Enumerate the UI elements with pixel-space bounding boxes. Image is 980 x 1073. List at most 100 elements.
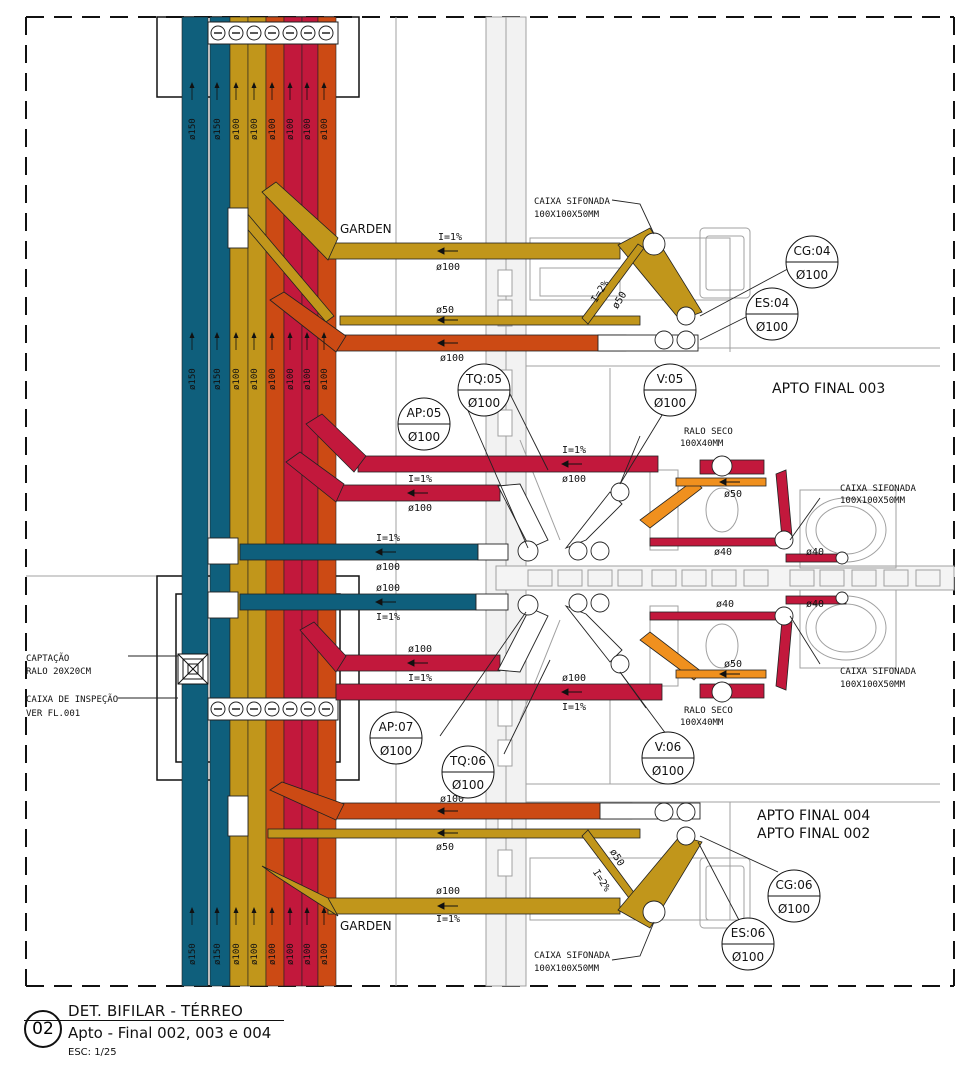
caixa-sifonada-label: 100X100X50MM (840, 680, 906, 690)
riser-arrow-head (269, 907, 275, 913)
tag-diameter: Ø100 (654, 396, 686, 410)
diameter-label: ø100 (562, 474, 586, 485)
riser-diameter-label: ø150 (188, 943, 198, 965)
slope-label: I=1% (408, 673, 432, 684)
riser-arrow-head (269, 332, 275, 338)
captacao-ralo-symbol (177, 653, 209, 685)
riser-diameter-label: ø150 (188, 118, 198, 140)
riser-diameter-label: ø100 (320, 118, 330, 140)
tag-id: CG:06 (776, 878, 813, 892)
captacao-label: CAPTAÇÃO (26, 653, 69, 664)
ralo-seco-label: 100X40MM (680, 718, 724, 728)
diameter-label: ø100 (408, 644, 432, 655)
diameter-label: ø50 (610, 290, 629, 311)
riser-arrow-head (321, 332, 327, 338)
ralo-seco-label: RALO SECO (684, 706, 733, 716)
slope-label: I=1% (408, 474, 432, 485)
riser-diameter-label: ø100 (303, 118, 313, 140)
riser-arrow-head (214, 82, 220, 88)
riser-diameter-label: ø100 (250, 118, 260, 140)
leader-lines (118, 199, 821, 961)
riser-pipe (247, 16, 267, 987)
tag-diameter: Ø100 (468, 396, 500, 410)
riser-diameter-label: ø100 (250, 368, 260, 390)
riser-diameter-label: ø150 (213, 368, 223, 390)
flow-arrows (374, 247, 740, 910)
riser-arrow-head (251, 907, 257, 913)
caixa-sifonada-label: CAIXA SIFONADA (840, 484, 916, 494)
tag-diameter: Ø100 (408, 430, 440, 444)
riser-arrow-head (287, 82, 293, 88)
riser-diameter-label: ø100 (268, 368, 278, 390)
title-underline (24, 1020, 284, 1021)
riser-pipe (317, 16, 337, 987)
diameter-label: ø100 (562, 673, 586, 684)
tag-id: AP:05 (407, 406, 442, 420)
tag-id: CG:04 (794, 244, 831, 258)
riser-diameter-label: ø150 (213, 943, 223, 965)
riser-pipe (209, 16, 231, 987)
diameter-label: ø100 (436, 262, 460, 273)
riser-pipe (181, 16, 209, 987)
riser-diameter-labels: ø150 ø150 ø100 ø100 ø100 ø100 ø100 ø100 ø150 ø150… (188, 82, 330, 965)
tag-circles: CG:04Ø100ES:04Ø100TQ:05Ø100V:05Ø100AP:05… (369, 235, 839, 971)
riser-diameter-label: ø100 (320, 943, 330, 965)
riser-arrow-head (304, 82, 310, 88)
caixa-inspecao-label: VER FL.001 (26, 709, 80, 719)
riser-diameter-label: ø100 (232, 943, 242, 965)
diameter-label: ø100 (440, 794, 464, 805)
riser-arrow-head (287, 907, 293, 913)
riser-arrow-head (233, 907, 239, 913)
drawing-subtitle: Apto - Final 002, 003 e 004 (68, 1024, 272, 1042)
riser-arrow-head (269, 82, 275, 88)
diameter-label: ø100 (376, 583, 400, 594)
riser-arrow-head (214, 907, 220, 913)
riser-arrow-head (214, 332, 220, 338)
drawing-title: DET. BIFILAR - TÉRREO (68, 1002, 244, 1020)
riser-arrow-head (321, 82, 327, 88)
tag-diameter: Ø100 (652, 764, 684, 778)
drawing-title-block: 02 DET. BIFILAR - TÉRREO Apto - Final 00… (24, 1000, 424, 1070)
horizontal-pipes (177, 181, 849, 929)
diameter-label: ø40 (714, 547, 732, 558)
riser-arrow-head (304, 332, 310, 338)
diameter-label: ø100 (440, 353, 464, 364)
caixa-sifonada-label: 100X100X50MM (840, 496, 906, 506)
riser-caps (207, 21, 339, 721)
drawing-number: 02 (24, 1010, 62, 1048)
riser-arrow-head (189, 332, 195, 338)
slope-label: I=1% (436, 914, 460, 925)
caixa-sifonada-label: 100X100X50MM (534, 964, 600, 974)
tag-id: ES:04 (755, 296, 790, 310)
riser-diameter-label: ø100 (303, 368, 313, 390)
garden-label: GARDEN (340, 919, 392, 933)
apartment-label: APTO FINAL 002 (757, 826, 870, 842)
ralo-seco-label: RALO SECO (684, 427, 733, 437)
diameter-label: ø50 (436, 842, 454, 853)
riser-pipe (229, 16, 249, 987)
diameter-label: ø100 (436, 886, 460, 897)
riser-diameter-label: ø150 (213, 118, 223, 140)
riser-diameter-label: ø100 (286, 943, 296, 965)
riser-arrow-head (304, 907, 310, 913)
riser-arrow-head (233, 332, 239, 338)
riser-arrow-head (251, 332, 257, 338)
diameter-label: ø40 (806, 599, 824, 610)
riser-arrow-head (321, 907, 327, 913)
riser-diameter-label: ø100 (286, 118, 296, 140)
tag-diameter: Ø100 (380, 744, 412, 758)
tag-id: AP:07 (379, 720, 414, 734)
annotation-labels: GARDEN GARDEN APTO FINAL 003 APTO FINAL … (26, 197, 916, 974)
diameter-label: ø50 (724, 489, 742, 500)
slope-label: I=1% (376, 612, 400, 623)
riser-arrow-head (287, 332, 293, 338)
slope-label: I=1% (376, 533, 400, 544)
slope-label: I=1% (438, 232, 462, 243)
vertical-risers (181, 16, 337, 987)
garden-label: GARDEN (340, 222, 392, 236)
ralo-seco-label: 100X40MM (680, 439, 724, 449)
riser-diameter-label: ø100 (268, 118, 278, 140)
riser-diameter-label: ø100 (303, 943, 313, 965)
caixa-inspecao-label: CAIXA DE INSPEÇÃO (26, 694, 118, 705)
